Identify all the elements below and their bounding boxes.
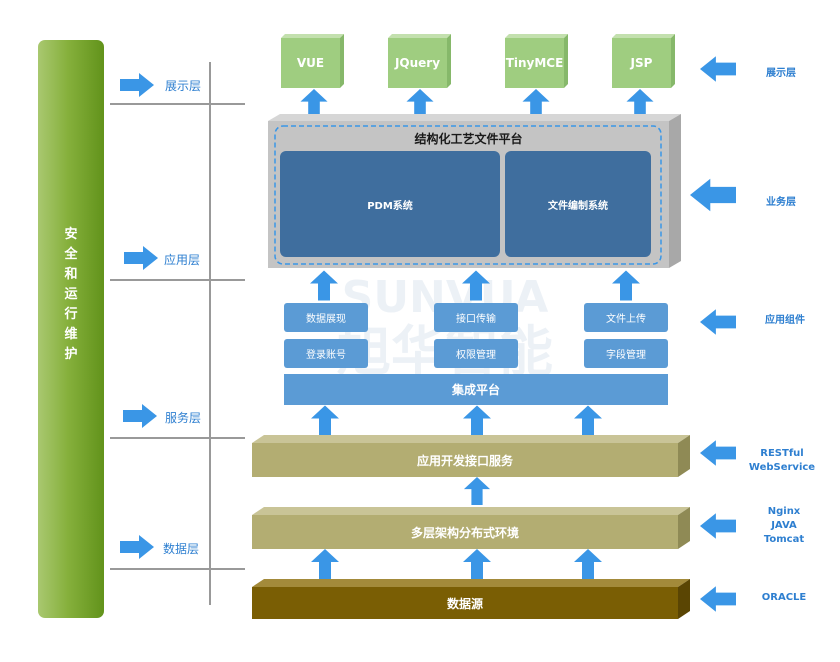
left-arrow-service [123, 404, 157, 428]
api-band-shape [252, 435, 690, 477]
multi-layer-band-shape [252, 507, 690, 549]
up-arrow-jquery [406, 89, 434, 118]
tech-vue: VUE [296, 56, 325, 70]
left-label-service: 服务层 [165, 411, 202, 425]
tech-tinymce: TinyMCE [505, 56, 564, 70]
component-permission-mgmt: 权限管理 [456, 350, 496, 361]
file-system: 文件编制系统 [548, 200, 608, 212]
left-arrow-application [124, 246, 158, 270]
security-char: 运 [64, 287, 78, 302]
right-label-presentation: 展示层 [766, 68, 796, 79]
up-arrow-to-multi-1 [311, 549, 339, 579]
up-arrow-tinymce [522, 89, 550, 118]
java-line: JAVA [771, 520, 797, 531]
tech-jsp: JSP [630, 56, 653, 70]
right-arrow-restful [700, 440, 736, 466]
data-source-band-shape [252, 579, 690, 619]
security-char: 和 [64, 267, 78, 282]
up-arrow-to-integration-2 [463, 405, 491, 436]
right-arrow-presentation [700, 56, 736, 82]
right-label-oracle: ORACLE [761, 592, 807, 603]
right-label-components: 应用组件 [765, 315, 805, 326]
up-arrow-to-platform-1 [310, 270, 338, 301]
right-label-business: 业务层 [766, 197, 796, 208]
component-box-shapes [284, 303, 668, 405]
tech-jquery: JQuery [394, 56, 441, 70]
component-interface-transfer: 接口传输 [456, 314, 496, 325]
right-label-runtime: Nginx JAVA Tomcat [745, 505, 823, 547]
component-login-account: 登录账号 [306, 350, 346, 361]
security-ops-column: 安 全 和 运 行 维 护 [38, 40, 104, 618]
up-arrow-to-api [463, 477, 491, 505]
up-arrow-to-multi-3 [574, 549, 602, 579]
left-label-data: 数据层 [163, 542, 200, 556]
right-label-restful: RESTful WebService [742, 447, 822, 475]
security-char: 行 [64, 307, 78, 322]
right-arrow-business [690, 178, 736, 212]
security-ops-label: 安 全 和 运 行 维 护 [38, 225, 104, 365]
nginx-line: Nginx [767, 506, 801, 517]
tech-box-shapes [281, 34, 675, 88]
right-arrow-components [700, 309, 736, 335]
left-arrow-presentation [120, 73, 154, 97]
left-arrow-data [120, 535, 154, 559]
left-label-application: 应用层 [164, 253, 201, 267]
security-char: 安 [64, 227, 78, 242]
platform-title: 结构化工艺文件平台 [414, 131, 523, 146]
up-arrow-vue [300, 89, 328, 118]
tomcat-line: Tomcat [763, 534, 805, 545]
integration-platform: 集成平台 [451, 383, 500, 397]
platform-box [268, 114, 681, 268]
security-char: 护 [64, 347, 78, 362]
right-arrow-oracle [700, 586, 736, 612]
component-file-upload: 文件上传 [606, 314, 646, 325]
component-data-display: 数据展现 [306, 314, 346, 325]
up-arrow-jsp [626, 89, 654, 118]
up-arrow-to-integration-1 [311, 405, 339, 436]
up-arrow-to-integration-3 [574, 405, 602, 436]
multi-layer-band: 多层架构分布式环境 [410, 525, 519, 540]
layer-separators [110, 103, 245, 570]
restful-line: RESTful [760, 448, 804, 459]
component-field-mgmt: 字段管理 [606, 350, 646, 361]
api-service-band: 应用开发接口服务 [416, 453, 513, 468]
up-arrow-to-platform-3 [612, 270, 640, 301]
up-arrow-to-multi-2 [463, 549, 491, 579]
security-char: 维 [64, 327, 78, 342]
right-arrow-runtime [700, 513, 736, 539]
pdm-system: PDM系统 [367, 200, 413, 212]
left-label-presentation: 展示层 [165, 79, 202, 93]
webservice-line: WebService [748, 462, 816, 473]
security-char: 全 [64, 247, 78, 262]
data-source-band: 数据源 [446, 596, 483, 611]
